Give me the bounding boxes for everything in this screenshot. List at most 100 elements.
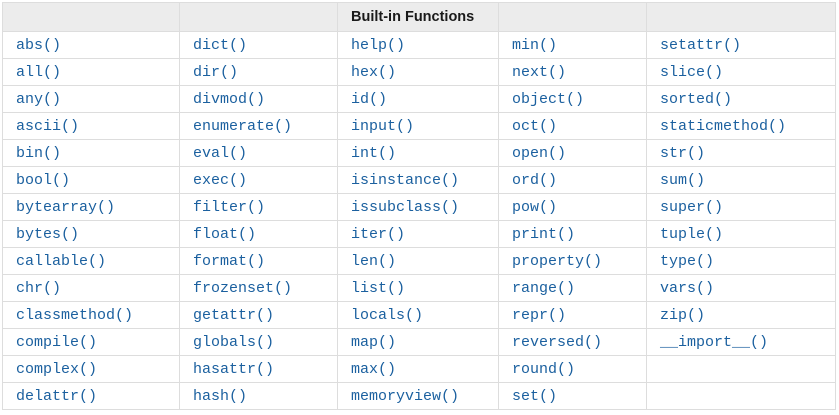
- function-link[interactable]: pow(): [512, 199, 558, 216]
- function-link[interactable]: iter(): [351, 226, 406, 243]
- function-link[interactable]: hash(): [193, 388, 248, 405]
- table-cell: float(): [179, 220, 338, 248]
- function-link[interactable]: staticmethod(): [660, 118, 787, 135]
- function-link[interactable]: next(): [512, 64, 567, 81]
- function-link[interactable]: __import__(): [660, 334, 769, 351]
- function-link[interactable]: object(): [512, 91, 585, 108]
- function-link[interactable]: len(): [351, 253, 397, 270]
- function-link[interactable]: str(): [660, 145, 706, 162]
- function-link[interactable]: input(): [351, 118, 415, 135]
- function-link[interactable]: divmod(): [193, 91, 266, 108]
- function-link[interactable]: frozenset(): [193, 280, 293, 297]
- function-link[interactable]: property(): [512, 253, 603, 270]
- function-link[interactable]: int(): [351, 145, 397, 162]
- function-link[interactable]: any(): [16, 91, 62, 108]
- table-cell: tuple(): [646, 220, 836, 248]
- table-cell: dir(): [179, 58, 338, 86]
- table-cell: __import__(): [646, 328, 836, 356]
- function-link[interactable]: slice(): [660, 64, 724, 81]
- table-cell: sorted(): [646, 85, 836, 113]
- function-link[interactable]: globals(): [193, 334, 275, 351]
- table-cell: getattr(): [179, 301, 338, 329]
- function-link[interactable]: all(): [16, 64, 62, 81]
- function-link[interactable]: max(): [351, 361, 397, 378]
- table-cell: round(): [498, 355, 647, 383]
- table-cell: min(): [498, 31, 647, 59]
- table-cell: input(): [337, 112, 499, 140]
- function-link[interactable]: id(): [351, 91, 388, 108]
- table-row: complex() hasattr() max() round(): [2, 355, 836, 383]
- function-link[interactable]: chr(): [16, 280, 62, 297]
- function-link[interactable]: format(): [193, 253, 266, 270]
- function-link[interactable]: min(): [512, 37, 558, 54]
- table-cell: zip(): [646, 301, 836, 329]
- function-link[interactable]: bool(): [16, 172, 71, 189]
- table-cell: next(): [498, 58, 647, 86]
- function-link[interactable]: enumerate(): [193, 118, 293, 135]
- table-cell: bytes(): [2, 220, 180, 248]
- function-link[interactable]: open(): [512, 145, 567, 162]
- function-link[interactable]: abs(): [16, 37, 62, 54]
- function-link[interactable]: callable(): [16, 253, 107, 270]
- function-link[interactable]: locals(): [351, 307, 424, 324]
- function-link[interactable]: set(): [512, 388, 558, 405]
- table-row: classmethod() getattr() locals() repr() zip(…: [2, 301, 836, 329]
- function-link[interactable]: hex(): [351, 64, 397, 81]
- function-link[interactable]: bytearray(): [16, 199, 116, 216]
- function-link[interactable]: ord(): [512, 172, 558, 189]
- table-cell: ascii(): [2, 112, 180, 140]
- function-link[interactable]: map(): [351, 334, 397, 351]
- function-link[interactable]: dir(): [193, 64, 239, 81]
- table-cell: int(): [337, 139, 499, 167]
- table-cell: oct(): [498, 112, 647, 140]
- table-cell: format(): [179, 247, 338, 275]
- function-link[interactable]: exec(): [193, 172, 248, 189]
- function-link[interactable]: compile(): [16, 334, 98, 351]
- function-link[interactable]: dict(): [193, 37, 248, 54]
- function-link[interactable]: filter(): [193, 199, 266, 216]
- table-cell: chr(): [2, 274, 180, 302]
- table-cell: type(): [646, 247, 836, 275]
- function-link[interactable]: sum(): [660, 172, 706, 189]
- function-link[interactable]: range(): [512, 280, 576, 297]
- header-cell-5: [646, 2, 836, 32]
- table-cell: locals(): [337, 301, 499, 329]
- table-cell: max(): [337, 355, 499, 383]
- table-cell: delattr(): [2, 382, 180, 410]
- function-link[interactable]: zip(): [660, 307, 706, 324]
- function-link[interactable]: reversed(): [512, 334, 603, 351]
- function-link[interactable]: repr(): [512, 307, 567, 324]
- table-cell: set(): [498, 382, 647, 410]
- function-link[interactable]: setattr(): [660, 37, 742, 54]
- function-link[interactable]: oct(): [512, 118, 558, 135]
- function-link[interactable]: help(): [351, 37, 406, 54]
- function-link[interactable]: list(): [351, 280, 406, 297]
- function-link[interactable]: complex(): [16, 361, 98, 378]
- function-link[interactable]: hasattr(): [193, 361, 275, 378]
- function-link[interactable]: eval(): [193, 145, 248, 162]
- function-link[interactable]: classmethod(): [16, 307, 134, 324]
- table-cell: print(): [498, 220, 647, 248]
- function-link[interactable]: isinstance(): [351, 172, 460, 189]
- function-link[interactable]: float(): [193, 226, 257, 243]
- function-link[interactable]: delattr(): [16, 388, 98, 405]
- table-cell: all(): [2, 58, 180, 86]
- function-link[interactable]: super(): [660, 199, 724, 216]
- function-link[interactable]: tuple(): [660, 226, 724, 243]
- function-link[interactable]: getattr(): [193, 307, 275, 324]
- function-link[interactable]: sorted(): [660, 91, 733, 108]
- table-cell: exec(): [179, 166, 338, 194]
- table-cell: staticmethod(): [646, 112, 836, 140]
- function-link[interactable]: type(): [660, 253, 715, 270]
- header-cell-4: [498, 2, 647, 32]
- function-link[interactable]: bytes(): [16, 226, 80, 243]
- function-link[interactable]: vars(): [660, 280, 715, 297]
- function-link[interactable]: ascii(): [16, 118, 80, 135]
- table-cell: any(): [2, 85, 180, 113]
- function-link[interactable]: round(): [512, 361, 576, 378]
- function-link[interactable]: print(): [512, 226, 576, 243]
- function-link[interactable]: issubclass(): [351, 199, 460, 216]
- function-link[interactable]: bin(): [16, 145, 62, 162]
- function-link[interactable]: memoryview(): [351, 388, 460, 405]
